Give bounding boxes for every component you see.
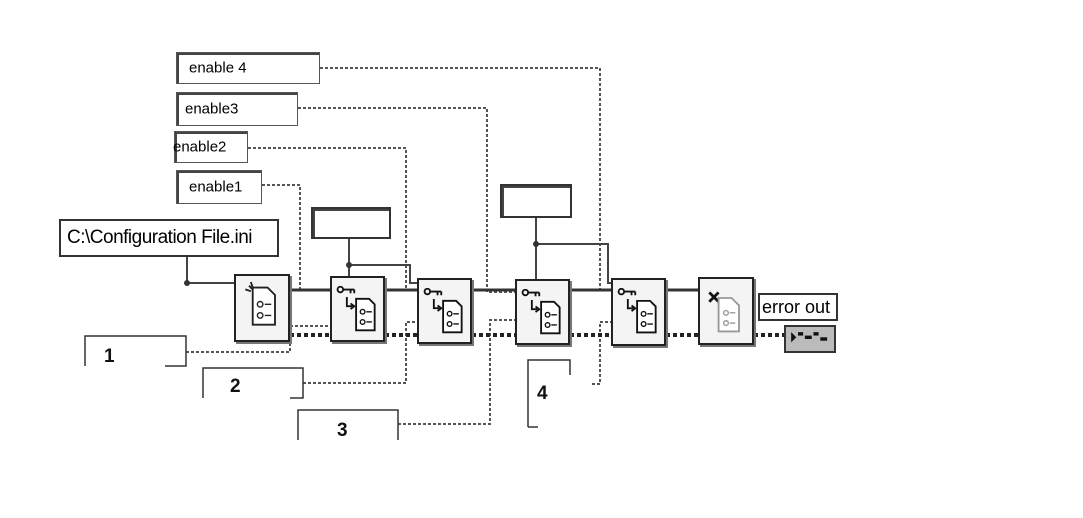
wire-enable4 (320, 67, 612, 291)
callout-box-1 (84, 335, 187, 367)
write-key-node-3[interactable] (515, 279, 570, 345)
enable1-label: enable1 (189, 178, 243, 196)
callout-4: 4 (537, 383, 548, 404)
wire-callout-3 (398, 319, 515, 425)
section-constant-2[interactable] (500, 184, 572, 218)
enable3-control[interactable]: enable3 (176, 92, 298, 126)
enable2-control[interactable]: enable2 (173, 131, 248, 163)
enable4-control[interactable]: enable 4 (176, 52, 320, 84)
wire-path (186, 257, 236, 284)
error-out-indicator[interactable] (784, 325, 836, 353)
error-cluster-icon (791, 332, 828, 343)
write-key-icon (617, 287, 657, 334)
enable3-label: enable3 (185, 100, 239, 118)
wire-callout-4 (592, 321, 612, 385)
error-out-label-box: error out (758, 293, 838, 321)
enable4-label: enable 4 (189, 59, 247, 77)
error-out-label: error out (762, 297, 831, 317)
callout-box-2 (202, 367, 304, 399)
write-key-icon (423, 287, 463, 334)
section-constant-1[interactable] (311, 207, 391, 239)
enable1-control[interactable]: enable1 (176, 170, 262, 204)
config-file-path-constant[interactable]: C:\Configuration File.ini (59, 219, 279, 257)
close-config-node[interactable] (698, 277, 754, 345)
close-config-icon (708, 291, 740, 333)
config-file-path-text: C:\Configuration File.ini (67, 227, 252, 248)
callout-1: 1 (104, 346, 115, 367)
wire-callout-2 (303, 321, 417, 384)
wire-callout-1 (186, 325, 330, 353)
write-key-node-1[interactable] (330, 276, 385, 342)
callout-3: 3 (337, 420, 348, 441)
open-config-node[interactable] (234, 274, 290, 342)
write-key-icon (521, 288, 561, 335)
enable2-label: enable2 (173, 138, 227, 156)
write-key-node-4[interactable] (611, 278, 666, 346)
wire-enable3 (298, 107, 515, 293)
write-key-node-2[interactable] (417, 278, 472, 344)
callout-box-3 (297, 409, 399, 440)
write-key-icon (336, 285, 376, 332)
open-config-icon (244, 281, 276, 326)
callout-2: 2 (230, 376, 241, 397)
callout-box-4 (527, 359, 571, 428)
